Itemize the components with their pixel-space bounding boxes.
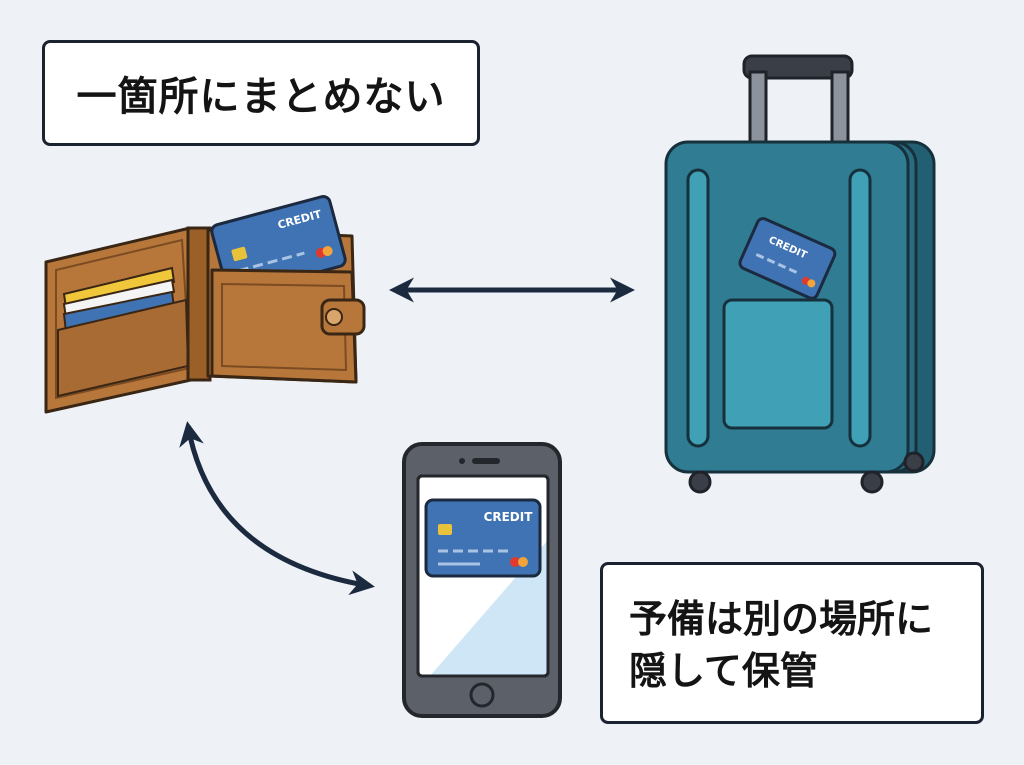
label-hide-spare-line1: 予備は別の場所に	[629, 597, 934, 641]
wallet-icon: CREDIT	[44, 195, 366, 414]
phone-card-label: CREDIT	[484, 510, 534, 524]
suitcase-icon: CREDIT	[664, 54, 936, 494]
label-keep-separate-text: 一箇所にまとめない	[76, 74, 446, 120]
curved-arrow-wallet-phone	[179, 421, 375, 596]
label-hide-spare-line2: 隠して保管	[629, 649, 818, 693]
smartphone-icon: CREDIT	[402, 442, 562, 718]
suitcase-credit-card: CREDIT	[738, 217, 837, 300]
phone-credit-card: CREDIT	[424, 498, 542, 578]
label-hide-spare: 予備は別の場所に 隠して保管	[600, 562, 984, 724]
label-keep-separate: 一箇所にまとめない	[42, 40, 480, 146]
